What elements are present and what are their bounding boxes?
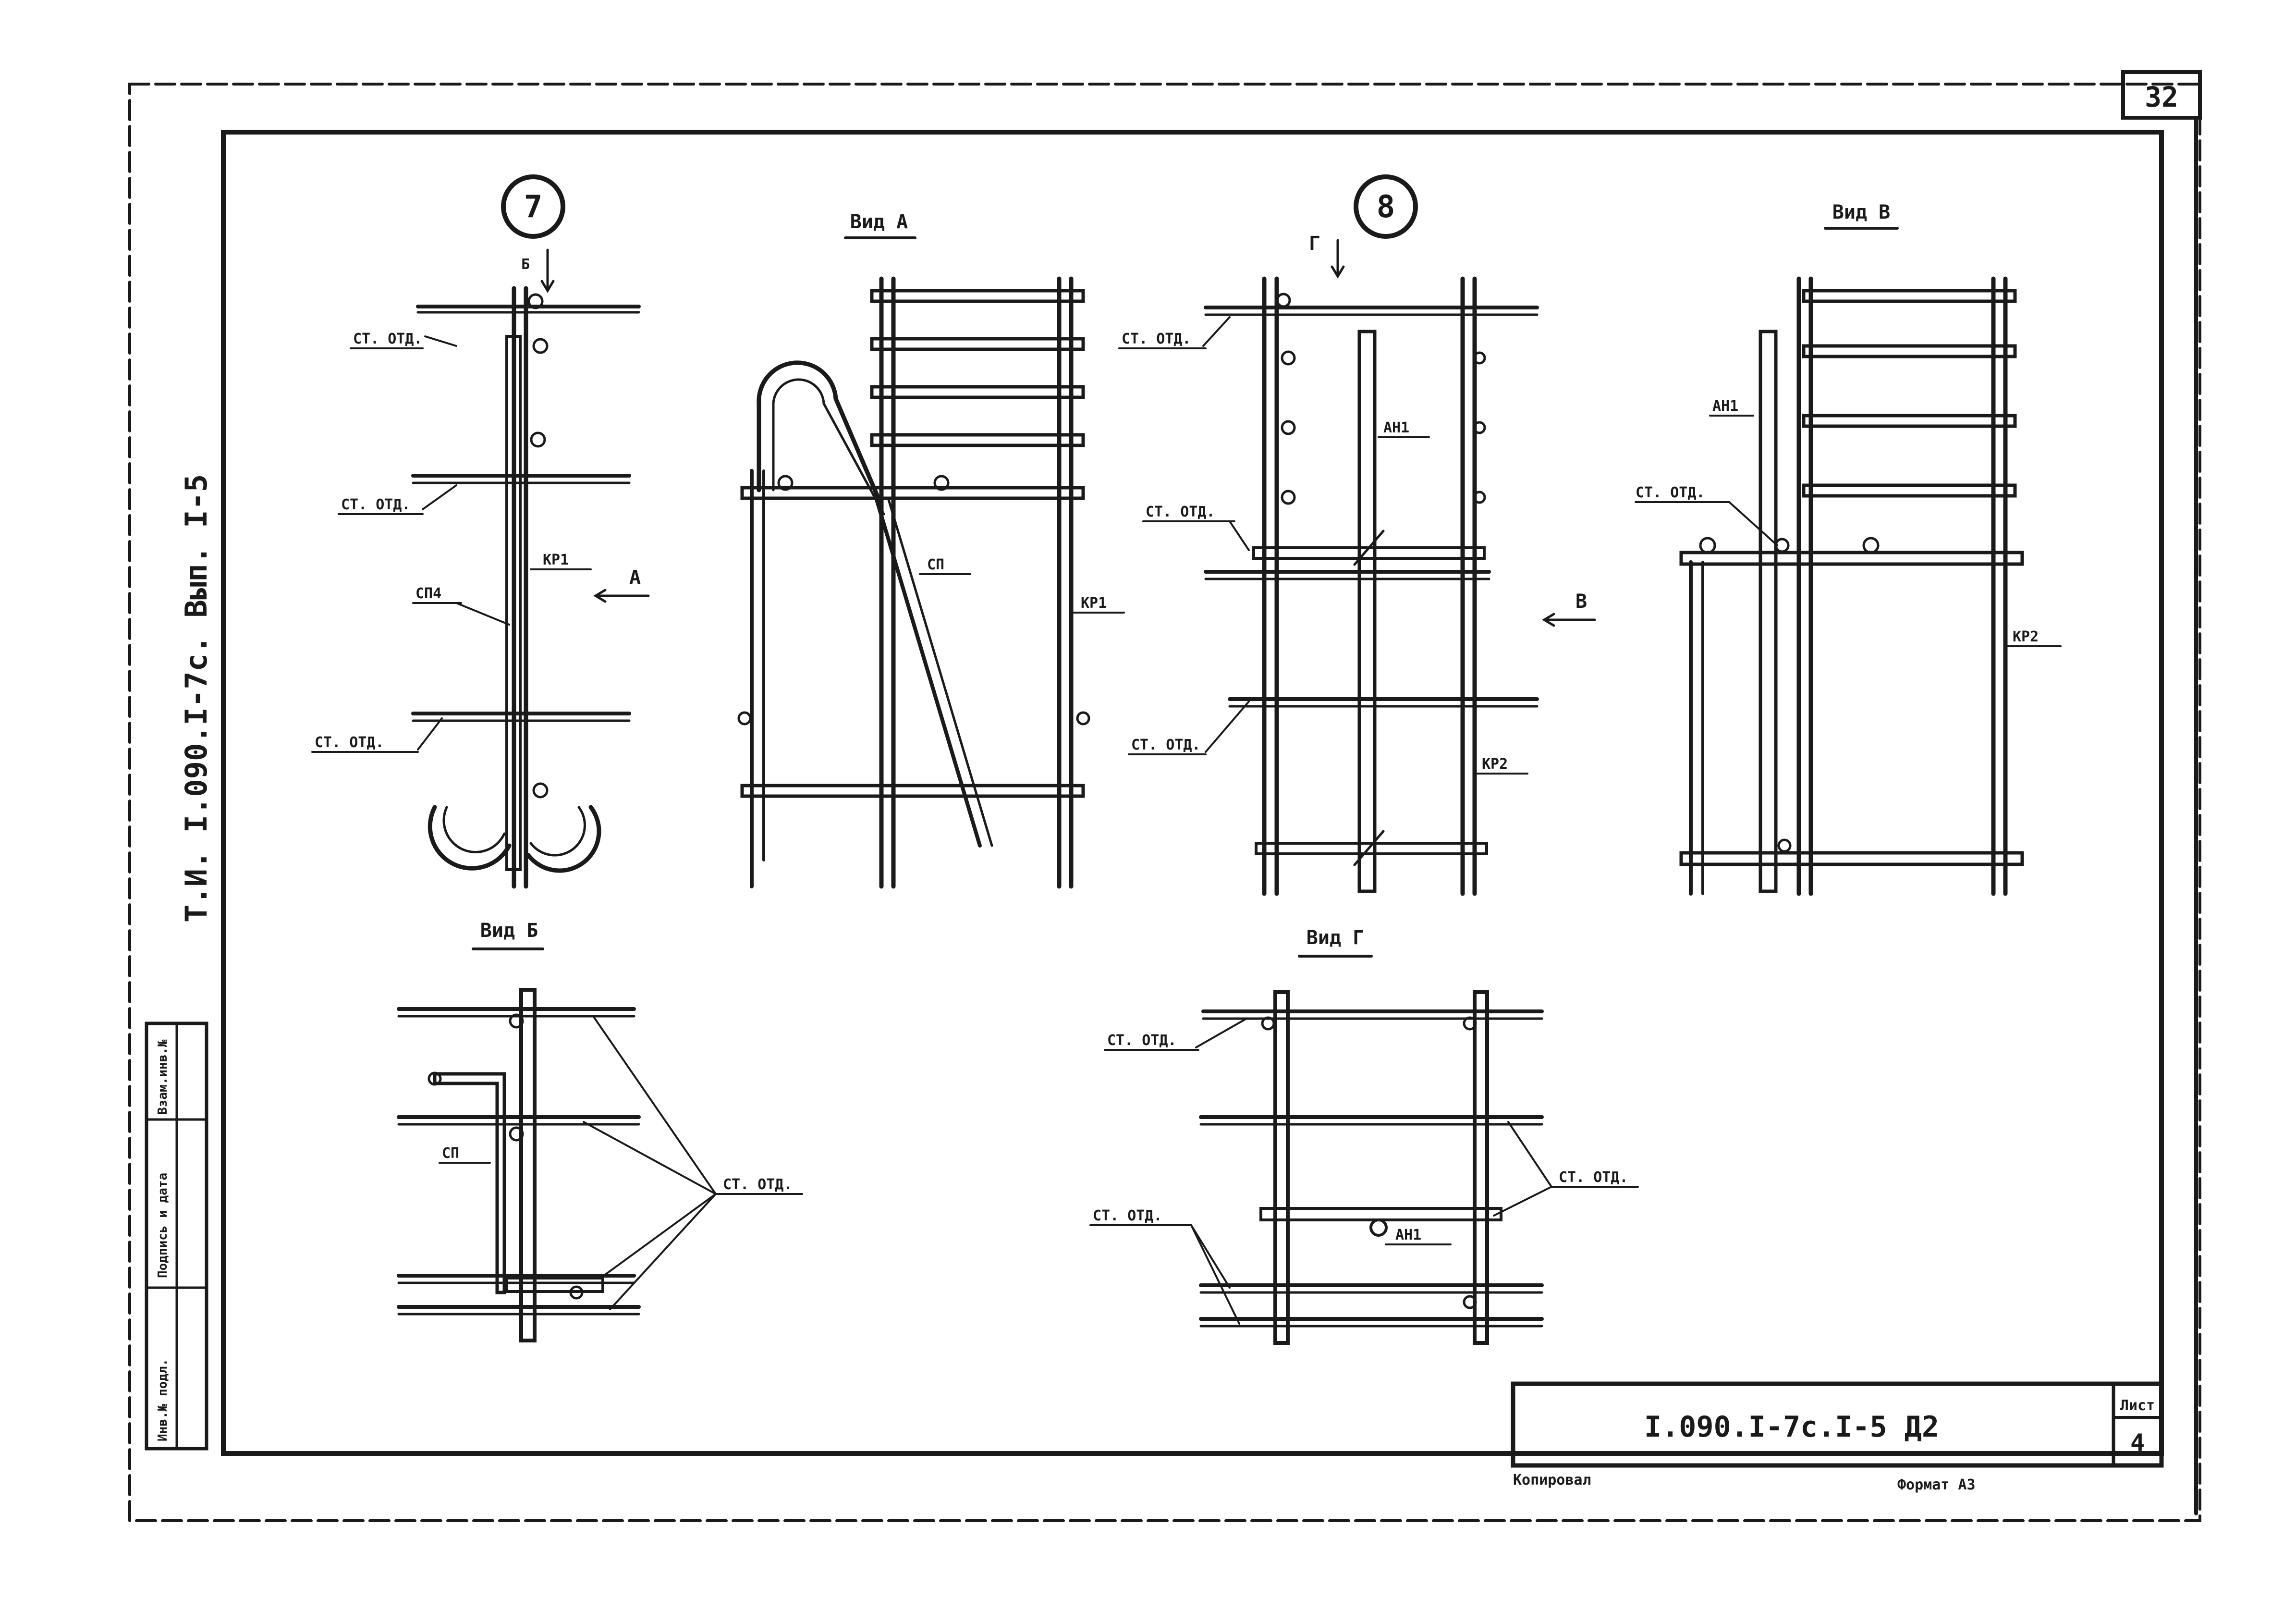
node-8-view: 8 Г СТ. ОТД. АН1 СТ. ОТД: [1118, 174, 1596, 896]
node-8-arrow-b: В: [1575, 591, 1587, 613]
side-label: Т.И. I.090.I-7с. Вып. I-5: [179, 474, 214, 923]
sheet-label: Лист: [2120, 1397, 2155, 1414]
page-number-box: [2121, 70, 2202, 120]
drawing-code: I.090.I-7с.I-5 Д2: [1644, 1410, 1939, 1444]
vid-b-bottom-label-1: СП: [442, 1145, 459, 1162]
node-8-label-1: СТ. ОТД.: [1122, 331, 1191, 347]
node-7-marker: [501, 174, 565, 239]
page-number: 32: [2145, 81, 2178, 113]
stamp-cell-2: Подпись и дата: [156, 1173, 170, 1278]
vid-b-bottom-view: Вид Б СТ. ОТД. СП: [397, 920, 803, 1342]
vid-v-top-label-2: СТ. ОТД.: [1636, 484, 1705, 501]
stamp-cell-1: Инв.№ подл.: [156, 1359, 170, 1441]
vid-v-top-view: Вид В АН1 СТ. ОТД. КР2: [1635, 201, 2062, 896]
node-8-number: 8: [1377, 189, 1395, 225]
vid-v-top-label-1: АН1: [1712, 398, 1738, 415]
node-7-label-2: СТ. ОТД.: [341, 496, 411, 513]
title-block: I.090.I-7с.I-5 Д2 Лист 4: [1511, 1381, 2164, 1468]
node-7-number: 7: [524, 189, 543, 225]
node-8-label-4: СТ. ОТД.: [1131, 737, 1201, 753]
node-7-arrow-letter: Б: [521, 256, 530, 273]
vid-g-title: Вид Г: [1307, 927, 1364, 949]
node-7-label-1: СТ. ОТД.: [353, 331, 423, 347]
node-7-label-3: КР1: [543, 552, 569, 568]
vid-b-bottom-title: Вид Б: [480, 920, 538, 942]
vid-a-view: Вид А СП КР1: [737, 211, 1125, 889]
node-7-view: 7 Б СТ. ОТД. СТ. ОТД. КР1: [311, 174, 650, 889]
outer-border: [128, 83, 2201, 1522]
node-7-label-5: СТ. ОТД.: [315, 734, 384, 751]
node-8-marker: [1354, 174, 1418, 239]
stamp-cell-3: Взам.инв.№: [156, 1039, 170, 1115]
node-7-arrow-a: А: [629, 566, 641, 589]
node-8-label-2: АН1: [1383, 419, 1409, 436]
vid-a-label-2: КР1: [1081, 595, 1107, 612]
vid-g-label-3: СТ. ОТД.: [1093, 1207, 1162, 1224]
vid-g-label-4: АН1: [1395, 1227, 1421, 1243]
vid-g-label-1: СТ. ОТД.: [1107, 1032, 1177, 1049]
node-8-label-5: КР2: [1482, 756, 1508, 773]
stamp-column: Инв.№ подл. Подпись и дата Взам.инв.№: [145, 1021, 208, 1451]
vid-a-label-1: СП: [927, 556, 944, 573]
node-7-label-4: СП4: [415, 585, 441, 602]
footer-format: Формат А3: [1897, 1476, 1976, 1493]
vid-g-label-2: СТ. ОТД.: [1559, 1169, 1628, 1186]
footer-copied: Копировал: [1513, 1472, 1591, 1489]
vid-g-view: Вид Г СТ. ОТД. СТ. ОТД. СТ. ОТД. АН1: [1089, 927, 1639, 1345]
node-8-label-3: СТ. ОТД.: [1146, 504, 1215, 520]
vid-b-bottom-label-2: СТ. ОТД.: [723, 1176, 793, 1193]
node-8-arrow-letter: Г: [1309, 233, 1320, 255]
sheet-number: 4: [2130, 1429, 2145, 1457]
inner-frame: [221, 130, 2164, 1456]
vid-a-title: Вид А: [850, 211, 908, 233]
vid-v-top-label-3: КР2: [2013, 628, 2039, 645]
vid-v-top-title: Вид В: [1832, 201, 1890, 223]
